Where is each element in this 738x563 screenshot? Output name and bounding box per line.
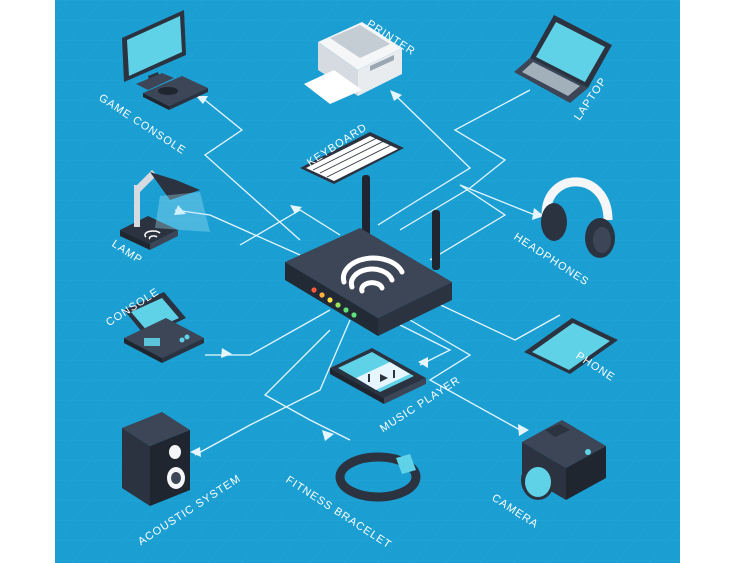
connector-lamp — [174, 209, 301, 256]
connector-printer — [377, 94, 472, 226]
arrow-console — [221, 348, 232, 358]
handheld-console-icon — [124, 292, 204, 363]
connector-console — [205, 309, 331, 356]
arrow-headphones — [532, 208, 544, 220]
laptop-icon — [514, 15, 612, 103]
arrow-camera — [518, 424, 529, 436]
connector-camera — [409, 319, 521, 431]
arrow-lamp — [174, 205, 186, 215]
arrow-acoustic — [190, 447, 201, 457]
game-console-icon — [122, 10, 208, 110]
printer-icon — [304, 22, 402, 104]
router-antenna-left — [362, 175, 370, 245]
connector-lines — [174, 89, 561, 456]
connector-arrows — [174, 90, 544, 457]
lamp-icon — [120, 170, 210, 250]
headphones-icon — [541, 177, 615, 258]
arrow-printer — [390, 90, 402, 101]
connector-game-console — [203, 99, 301, 241]
arrow-bracelet — [322, 430, 334, 441]
keyboard-icon — [300, 132, 404, 184]
router-leds — [311, 287, 357, 318]
connector-laptop — [399, 89, 531, 231]
connector-phone — [429, 299, 561, 341]
router — [285, 175, 452, 336]
phone-icon — [524, 318, 618, 374]
wifi-icon — [340, 255, 405, 294]
speaker-icon — [122, 412, 190, 506]
arrow-music-player — [418, 357, 428, 368]
connector-acoustic — [194, 319, 351, 456]
connector-bracelet — [263, 329, 351, 441]
connector-headphones — [429, 184, 536, 261]
connector-music-player — [389, 319, 452, 366]
music-player-icon — [330, 348, 426, 404]
router-antenna-right — [432, 210, 440, 270]
arrow-game-console — [196, 96, 208, 104]
fitness-bracelet-icon — [335, 452, 421, 502]
camera-icon — [521, 420, 606, 500]
connector-keyboard — [239, 209, 341, 246]
arrow-keyboard — [290, 205, 302, 214]
